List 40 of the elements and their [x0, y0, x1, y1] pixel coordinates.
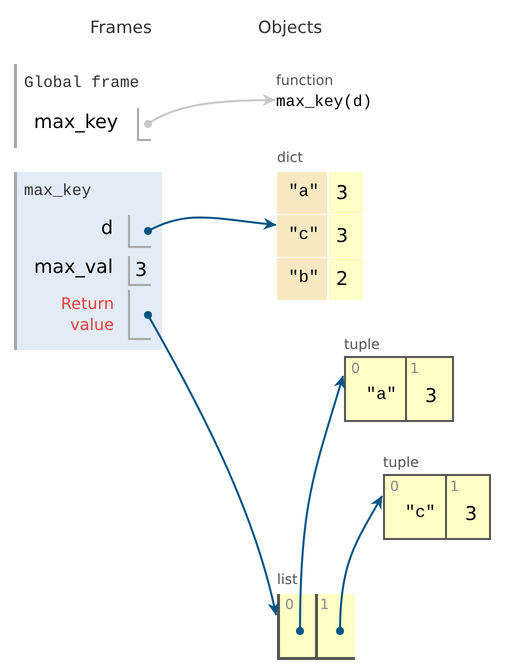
type-label: tuple	[383, 455, 419, 471]
variable-slot: 3	[128, 256, 151, 286]
type-label: dict	[277, 150, 303, 166]
type-label: tuple	[344, 337, 380, 353]
index-number: 1	[320, 597, 329, 613]
dict-key: "b"	[277, 258, 327, 300]
index-number: 1	[450, 479, 459, 495]
pointer-arrow	[144, 94, 276, 128]
index-number: 0	[285, 597, 294, 613]
pointer-arrow	[144, 311, 280, 616]
element-value: 3	[425, 385, 438, 407]
variable-name: max_val	[34, 256, 113, 278]
type-label: list	[277, 572, 298, 588]
index-number: 0	[351, 361, 360, 377]
index-number: 1	[410, 361, 419, 377]
variable-name: d	[100, 217, 113, 239]
frame-title: max_key	[24, 182, 92, 200]
dict-key: "a"	[277, 172, 327, 214]
frame-panel	[14, 172, 162, 350]
type-label: function	[276, 73, 334, 89]
element-value: "a"	[366, 386, 397, 405]
element-value: "c"	[405, 504, 436, 523]
variable-slot	[128, 290, 151, 340]
pointer-arrow	[336, 496, 383, 635]
pointer-arrow	[144, 216, 276, 235]
return-value-label: Return value	[60, 293, 114, 335]
index-number: 0	[390, 479, 399, 495]
frame-title: Global frame	[24, 74, 140, 92]
variable-name: max_key	[34, 111, 118, 133]
dict-value: 2	[329, 258, 363, 300]
dict-value: 3	[329, 172, 363, 214]
pointer-arrow	[296, 376, 346, 635]
column-heading: Frames	[90, 18, 152, 38]
dict-value: 3	[329, 215, 363, 257]
element-value: 3	[465, 503, 478, 525]
column-heading: Objects	[258, 18, 322, 38]
function-signature: max_key(d)	[276, 93, 372, 111]
variable-slot	[128, 215, 151, 248]
variable-slot	[137, 108, 151, 141]
dict-key: "c"	[277, 215, 327, 257]
